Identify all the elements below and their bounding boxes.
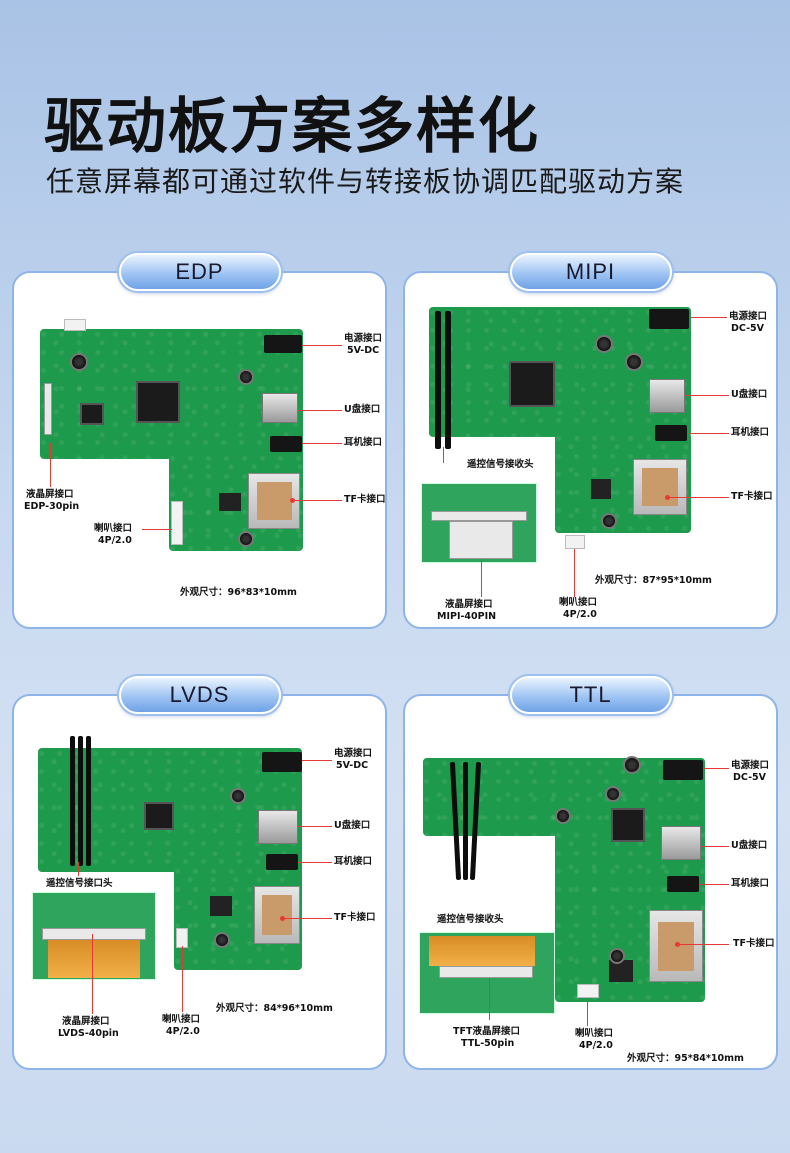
- mipi-tf-label: TF卡接口: [731, 491, 773, 502]
- page-subtitle: 任意屏幕都可通过软件与转接板协调匹配驱动方案: [46, 165, 685, 198]
- edp-power-label: 电源接口: [344, 333, 383, 344]
- mipi-ir-label: 遥控信号接收头: [467, 459, 534, 470]
- lvds-speaker-label: 喇叭接口: [162, 1014, 201, 1025]
- edp-speaker-spec: 4P/2.0: [98, 535, 132, 546]
- lvds-power-label: 电源接口: [334, 748, 373, 759]
- edp-tf-label: TF卡接口: [344, 494, 386, 505]
- mipi-power-spec: DC-5V: [731, 323, 764, 334]
- ttl-tf-label: TF卡接口: [733, 938, 775, 949]
- edp-speaker-label: 喇叭接口: [94, 523, 133, 534]
- ttl-usb-label: U盘接口: [731, 840, 768, 851]
- lvds-usb-label: U盘接口: [334, 820, 371, 831]
- mipi-headphone-label: 耳机接口: [731, 427, 770, 438]
- card-edp-title: EDP: [118, 253, 281, 291]
- ttl-lcd-spec: TTL-50pin: [461, 1038, 515, 1049]
- lvds-power-spec: 5V-DC: [336, 760, 369, 771]
- page-title: 驱动板方案多样化: [44, 92, 540, 162]
- card-lvds-title: LVDS: [118, 676, 281, 714]
- mipi-speaker-spec: 4P/2.0: [563, 609, 597, 620]
- mipi-power-label: 电源接口: [729, 311, 768, 322]
- edp-lcd-label: 液晶屏接口: [26, 489, 74, 500]
- ttl-speaker-spec: 4P/2.0: [579, 1040, 613, 1051]
- mipi-lcd-spec: MIPI-40PIN: [437, 611, 497, 622]
- lvds-ir-label: 遥控信号接口头: [46, 878, 113, 889]
- lvds-lcd-label: 液晶屏接口: [62, 1016, 110, 1027]
- lvds-lcd-spec: LVDS-40pin: [58, 1028, 119, 1039]
- lvds-tf-label: TF卡接口: [334, 912, 376, 923]
- card-edp: EDP 电源接口 5V-DC U盘接口 耳机接口 TF卡接口 液晶屏接口 EDP…: [12, 253, 387, 629]
- lvds-speaker-spec: 4P/2.0: [166, 1026, 200, 1037]
- card-ttl: TTL 电源接口 DC-5V U盘接口 耳机接口 TF卡接口 遥控信号接收头 T…: [403, 676, 778, 1070]
- edp-lcd-spec: EDP-30pin: [24, 501, 80, 512]
- ttl-power-spec: DC-5V: [733, 772, 766, 783]
- ttl-lcd-label: TFT液晶屏接口: [453, 1026, 520, 1037]
- ttl-size: 外观尺寸：95*84*10mm: [627, 1053, 744, 1064]
- edp-usb-label: U盘接口: [344, 404, 381, 415]
- edp-size: 外观尺寸：96*83*10mm: [180, 587, 297, 598]
- ttl-headphone-label: 耳机接口: [731, 878, 770, 889]
- mipi-size: 外观尺寸：87*95*10mm: [595, 575, 712, 586]
- card-mipi-title: MIPI: [509, 253, 672, 291]
- card-mipi: MIPI 电源接口 DC-5V U盘接口 耳机接口 TF卡接口 遥控信号接收头 …: [403, 253, 778, 629]
- ttl-power-label: 电源接口: [731, 760, 770, 771]
- lvds-headphone-label: 耳机接口: [334, 856, 373, 867]
- card-ttl-title: TTL: [509, 676, 672, 714]
- ttl-speaker-label: 喇叭接口: [575, 1028, 614, 1039]
- mipi-speaker-label: 喇叭接口: [559, 597, 598, 608]
- ttl-ir-label: 遥控信号接收头: [437, 914, 504, 925]
- card-lvds: LVDS 电源接口 5V-DC U盘接口 耳机接口 TF卡接口 遥控信号接口头 …: [12, 676, 387, 1070]
- edp-power-spec: 5V-DC: [347, 345, 380, 356]
- edp-headphone-label: 耳机接口: [344, 437, 383, 448]
- mipi-usb-label: U盘接口: [731, 389, 768, 400]
- lvds-size: 外观尺寸：84*96*10mm: [216, 1003, 333, 1014]
- mipi-lcd-label: 液晶屏接口: [445, 599, 493, 610]
